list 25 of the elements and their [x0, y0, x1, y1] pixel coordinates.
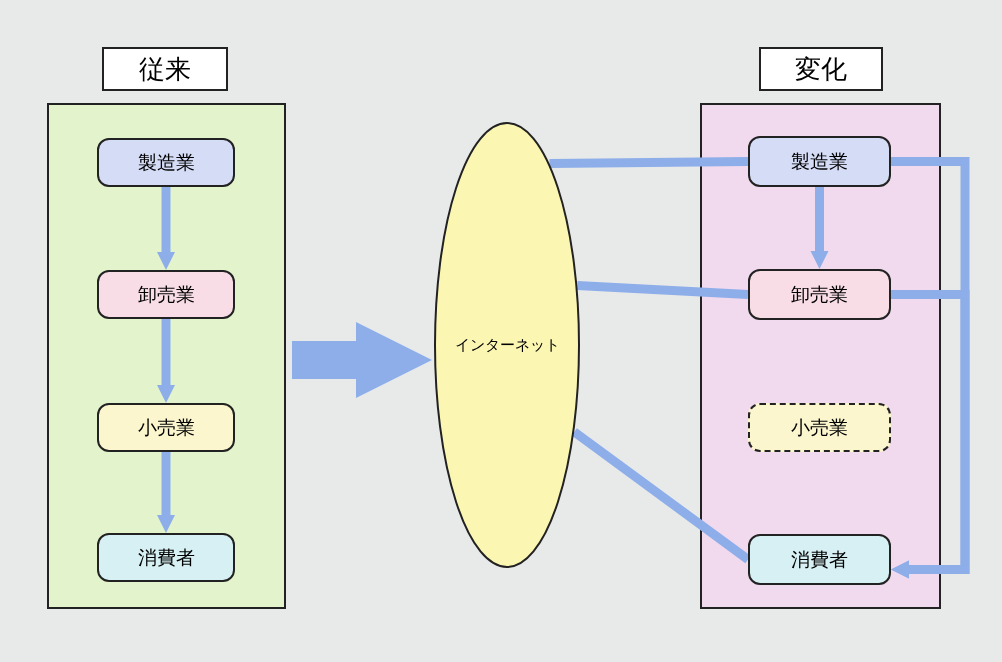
process-box: [748, 269, 891, 320]
arrow: [157, 187, 175, 270]
process-box: [97, 270, 235, 319]
process-box: [97, 138, 235, 187]
box-label: 小売業: [791, 414, 848, 440]
panel-heading: 従来: [102, 47, 228, 91]
box-label: 卸売業: [791, 281, 848, 307]
ellipse-label: インターネット: [454, 335, 560, 355]
box-label: 消費者: [137, 544, 195, 570]
process-box: [748, 136, 891, 187]
panel-heading: 変化: [759, 47, 883, 91]
process-box: [748, 403, 891, 452]
arrow: [157, 452, 175, 533]
process-box: [97, 403, 235, 452]
arrow: [810, 187, 829, 269]
box-label: 消費者: [791, 546, 848, 572]
process-box: [748, 534, 891, 585]
box-label: 製造業: [137, 149, 195, 175]
box-label: 卸売業: [137, 281, 195, 307]
arrow: [891, 290, 970, 579]
arrow: [157, 319, 175, 403]
box-label: 小売業: [137, 414, 195, 440]
box-label: 製造業: [791, 148, 848, 174]
block-arrow: [292, 322, 432, 398]
process-box: [97, 533, 235, 582]
